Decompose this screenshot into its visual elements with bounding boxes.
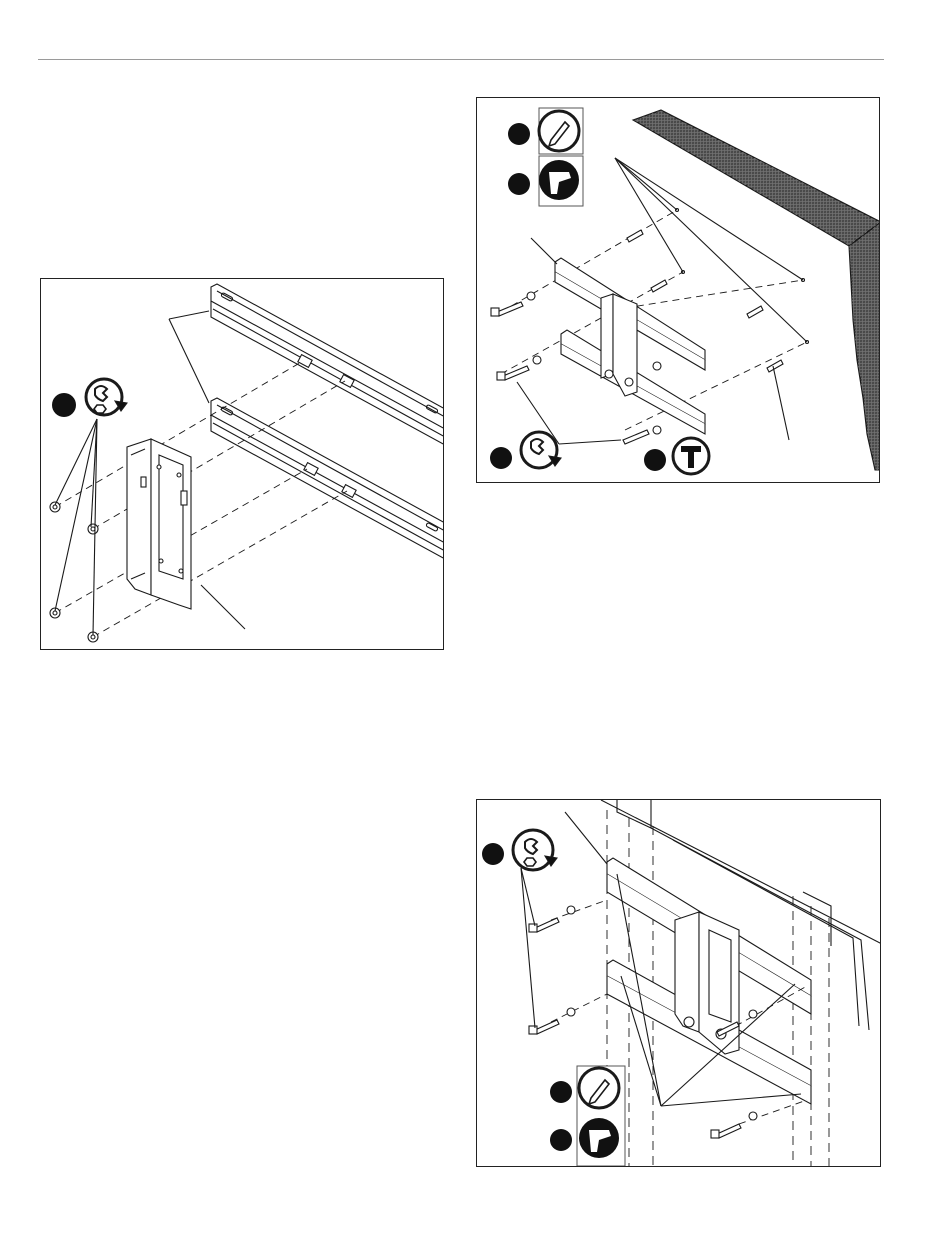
header-rule [38, 59, 884, 60]
figure-1-rail-bracket-assembly [40, 278, 444, 650]
lower-rail [211, 398, 444, 559]
wrench-icon [482, 830, 557, 870]
wall-bracket [127, 439, 191, 609]
hammer-icon [644, 438, 709, 474]
drill-icon [508, 156, 583, 206]
wall-section [633, 110, 880, 470]
pencil-icon [508, 108, 583, 154]
alignment-lines [55, 361, 347, 637]
figure-3-stud-mounting [476, 799, 881, 1167]
wall-bracket [601, 294, 637, 396]
figure-2-wall-anchor-installation [476, 97, 880, 483]
wrench-icon [52, 379, 127, 417]
wrench-icon [490, 432, 561, 469]
